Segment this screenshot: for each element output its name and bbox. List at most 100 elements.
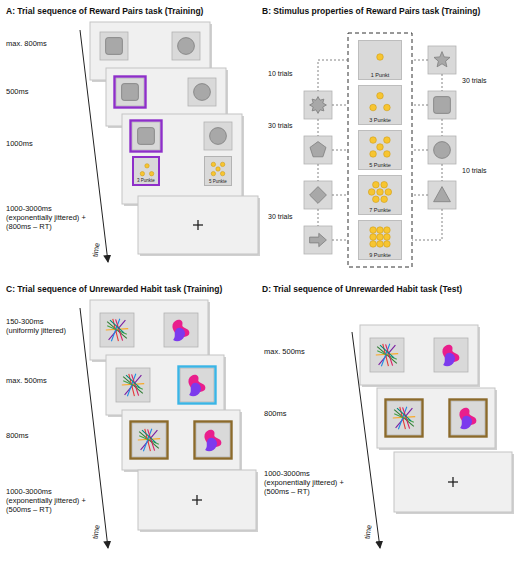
dashed-connector — [442, 164, 443, 181]
duration-label: 500ms — [6, 88, 94, 97]
selection-frame — [179, 367, 216, 404]
stimulus-shape — [178, 38, 195, 55]
screen-frame — [360, 325, 478, 385]
stimulus-box — [304, 136, 332, 164]
duration-label: 800ms — [6, 432, 94, 441]
duration-label: max. 800ms — [6, 40, 94, 49]
abstract-blob — [205, 438, 217, 451]
dashed-connector — [412, 60, 428, 61]
coin — [140, 171, 144, 175]
selection-frame — [131, 121, 162, 152]
stimulus-box — [428, 136, 456, 164]
stimulus-box — [188, 78, 216, 106]
dashed-connector — [412, 105, 428, 106]
stimulus-box — [172, 32, 200, 60]
reward-label: 5 Punkte — [359, 163, 401, 169]
panel-title: B: Stimulus properties of Reward Pairs t… — [262, 6, 518, 16]
stimulus-shape — [138, 128, 155, 145]
coin — [370, 227, 377, 234]
duration-label: 1000-3000ms (exponentially jittered) + (… — [6, 205, 94, 232]
fixation-cross — [197, 220, 198, 230]
coin — [385, 189, 392, 196]
stimulus-box — [428, 181, 456, 209]
dashed-connector — [332, 240, 348, 241]
fixation-cross — [452, 477, 453, 487]
axis-label: time — [92, 242, 103, 257]
stimulus-shape — [310, 233, 327, 246]
axis-label: time — [364, 524, 375, 539]
reward-box: 5 Punkte — [358, 130, 402, 170]
duration-label: 800ms — [264, 410, 350, 419]
stimulus-shape — [122, 84, 139, 101]
abstract-line — [142, 430, 156, 443]
axis-label: time — [92, 524, 103, 539]
stimulus-box — [204, 122, 232, 150]
selection-frame — [195, 422, 232, 459]
fixation-cross — [196, 495, 197, 505]
coin — [384, 104, 391, 111]
coin — [370, 234, 377, 241]
stimulus-box — [164, 313, 198, 347]
abstract-figure — [459, 408, 476, 430]
panel-title: A: Trial sequence of Reward Pairs task (… — [6, 6, 262, 16]
screen-frame — [377, 388, 495, 448]
coin — [381, 181, 388, 188]
dashed-connector — [442, 74, 443, 91]
stimulus-box — [132, 423, 166, 457]
time-arrow — [352, 332, 380, 548]
trial-count: 30 trials — [462, 77, 506, 85]
time-arrow — [80, 30, 108, 262]
dashed-connector — [412, 209, 442, 240]
coin — [377, 234, 384, 241]
time-arrow — [80, 308, 108, 548]
trial-count: 10 trials — [462, 167, 506, 175]
stimulus-box — [304, 226, 332, 254]
coin-art — [134, 158, 162, 188]
stimulus-box — [428, 91, 456, 119]
selection-frame — [386, 400, 423, 437]
stimulus-shape — [434, 187, 451, 202]
screen-frame — [394, 452, 512, 512]
coin — [377, 92, 384, 99]
stimulus-box — [387, 401, 421, 435]
coin — [370, 241, 377, 248]
reward-label: 1 Punkt — [359, 73, 401, 79]
stimulus-box — [196, 423, 230, 457]
reward-label: 5 Punkte — [205, 180, 231, 185]
reward-label: 7 Punkte — [359, 208, 401, 214]
stimulus-box — [100, 313, 134, 347]
reward-label: 3 Punkte — [359, 118, 401, 124]
abstract-line — [110, 320, 124, 333]
duration-label: 1000-3000ms (exponentially jittered) + (… — [6, 488, 94, 515]
duration-label: max. 500ms — [264, 348, 350, 357]
duration-label: 1000-3000ms (exponentially jittered) + (… — [264, 470, 350, 497]
screen-frame — [90, 300, 208, 360]
abstract-figure — [188, 375, 205, 397]
dashed-connector — [318, 60, 348, 91]
reward-box: 1 Punkt — [358, 40, 402, 80]
coin — [377, 227, 384, 234]
dashed-connector — [332, 105, 348, 106]
abstract-blob — [189, 383, 201, 396]
coin — [216, 167, 220, 171]
stimulus-shape — [310, 142, 326, 157]
stimulus-shape — [194, 84, 211, 101]
trial-count: 10 trials — [268, 70, 312, 78]
stimulus-box — [116, 78, 144, 106]
screen-frame — [122, 114, 242, 204]
coin — [211, 162, 215, 166]
screen-frame — [138, 196, 258, 254]
abstract-blob — [443, 353, 455, 366]
coin — [384, 151, 391, 158]
abstract-figure — [172, 320, 189, 342]
dashed-connector — [442, 119, 443, 136]
screen-frame — [138, 470, 256, 530]
stimulus-shape — [434, 142, 451, 159]
abstract-blob — [460, 416, 472, 429]
abstract-line — [126, 375, 140, 388]
stimulus-box — [180, 368, 214, 402]
reward-label: 9 Punkte — [359, 253, 401, 259]
reward-box: 3 Punkte — [358, 85, 402, 125]
panel-title: D: Trial sequence of Unrewarded Habit ta… — [262, 284, 518, 294]
